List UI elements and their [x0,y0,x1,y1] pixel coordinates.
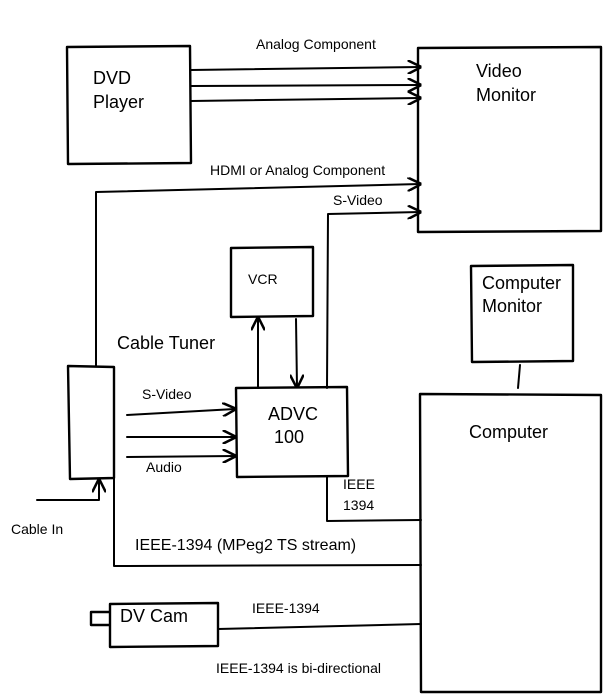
dvd-player-label-line2: Player [93,92,144,112]
label-cable-in: Cable In [11,521,63,537]
label-svideo-monitor: S-Video [333,192,383,208]
computer-monitor-label-line2: Monitor [482,296,542,316]
advc-box [234,385,350,479]
cable-tuner-box [66,364,116,481]
wire-dvd-component-3 [190,98,420,101]
computer-box [418,392,603,694]
cable-tuner-label: Cable Tuner [117,333,215,353]
computer-monitor-label-line1: Computer [482,273,561,293]
dv-cam-box [108,601,220,649]
computer: Computer [418,392,603,694]
advc-label-line2: 100 [274,427,304,447]
wire-tuner-audio-2 [126,456,235,457]
label-ieee-advc-line2: 1394 [343,497,374,513]
wire-vcr-to-advc [296,318,297,387]
computer-label: Computer [469,422,548,442]
footnote: IEEE-1394 is bi-directional [216,660,381,676]
label-hdmi-or-analog: HDMI or Analog Component [210,162,385,178]
dvd-player-box [65,44,193,166]
wire-tuner-ieee [113,477,422,567]
video-monitor-box [416,45,603,234]
wire-cable-in [36,480,99,501]
dvd-player-label-line1: DVD [93,68,131,88]
computer-monitor-box [469,263,575,364]
label-audio: Audio [146,459,182,475]
wire-dvd-component-1 [190,67,420,70]
label-analog-component: Analog Component [256,36,376,52]
advc-100: ADVC 100 [234,385,350,479]
dv-cam-lens [89,610,110,627]
wire-advc-svideo-monitor [326,212,420,389]
computer-monitor: Computer Monitor [469,263,575,389]
video-monitor: Video Monitor [416,45,603,234]
vcr-box [229,245,315,319]
video-monitor-label-line2: Monitor [476,85,536,105]
wire-advc-ieee [326,476,422,522]
label-ieee-mpeg: IEEE-1394 (MPeg2 TS stream) [135,537,356,554]
vcr-label: VCR [248,271,278,287]
video-monitor-label-line1: Video [476,61,522,81]
wire-tuner-hdmi [95,184,420,367]
wire-dvd-component-2 [190,85,420,86]
label-ieee-advc-line1: IEEE [343,476,375,492]
label-ieee-dvcam: IEEE-1394 [252,600,320,616]
label-svideo-tuner: S-Video [142,386,192,402]
wire-tuner-svideo [126,409,235,415]
dv-cam-label: DV Cam [120,606,188,626]
vcr: VCR [229,245,315,319]
dvd-player: DVD Player [65,44,193,166]
wire-dvcam-ieee [217,623,422,630]
computer-monitor-stand [517,364,521,389]
dv-cam: DV Cam [89,601,220,649]
advc-label-line1: ADVC [268,404,318,424]
